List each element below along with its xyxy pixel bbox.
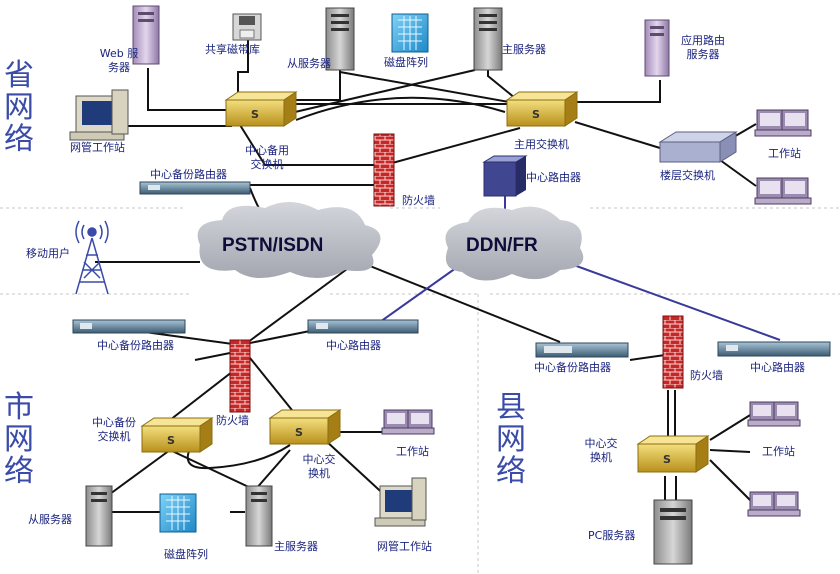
backup-switch-icon: S [224, 91, 298, 127]
pstn-cloud-label: PSTN/ISDN [222, 235, 324, 256]
svg-text:S: S [167, 434, 175, 447]
web-server-label: Web 服务器 [99, 47, 139, 74]
city-firewall-label: 防火墙 [216, 414, 249, 427]
floor-switch-icon [658, 131, 738, 163]
mgmt-station-icon [69, 89, 129, 141]
black-links [95, 38, 757, 513]
city-disk-array-label: 磁盘阵列 [164, 548, 208, 561]
ddn-cloud [445, 206, 584, 281]
workstation-icon [754, 109, 812, 137]
slave-server-icon [325, 7, 355, 71]
app-router-server-label: 应用路由服务器 [681, 34, 725, 61]
master-server-icon [473, 7, 503, 71]
county-pc-server-icon [653, 499, 693, 565]
region-city-label: 市网络 [4, 390, 34, 489]
svg-text:S: S [663, 453, 671, 466]
tape-library-label: 共享磁带库 [205, 43, 260, 56]
svg-text:S: S [295, 426, 303, 439]
blue-links [379, 190, 781, 341]
disk-array-icon [391, 13, 429, 53]
county-center-router-icon [717, 341, 831, 357]
svg-text:S: S [532, 108, 540, 121]
city-mgmt-station-icon [374, 477, 427, 527]
pstn-cloud [197, 201, 381, 279]
mobile-user-label: 移动用户 [26, 247, 70, 260]
city-master-server-icon [245, 485, 273, 547]
backup-router-icon [139, 181, 251, 195]
svg-text:S: S [251, 108, 259, 121]
county-firewall-icon [662, 315, 684, 389]
city-backup-router-label: 中心备份路由器 [97, 339, 174, 352]
county-center-router-label: 中心路由器 [750, 361, 805, 374]
master-server-label: 主服务器 [502, 43, 546, 56]
web-server-icon [132, 5, 160, 65]
tape-library-icon [232, 13, 262, 41]
county-backup-router-label: 中心备份路由器 [534, 361, 611, 374]
county-center-switch-label: 中心交换机 [584, 437, 618, 464]
city-backup-switch-icon: S [140, 417, 214, 453]
city-center-switch-icon: S [268, 409, 342, 445]
city-backup-switch-label: 中心备份交换机 [92, 416, 136, 443]
city-backup-router-icon [72, 319, 186, 334]
city-master-server-label: 主服务器 [274, 540, 318, 553]
city-mgmt-station-label: 网管工作站 [377, 540, 432, 553]
backup-router-label: 中心备份路由器 [150, 168, 227, 181]
city-slave-server-icon [85, 485, 113, 547]
mgmt-station-label: 网管工作站 [70, 141, 125, 154]
main-switch-label: 主用交换机 [514, 138, 569, 151]
workstation-label: 工作站 [768, 147, 801, 160]
center-router-icon [482, 155, 528, 197]
workstation-icon [754, 177, 812, 205]
county-workstation-label: 工作站 [762, 445, 795, 458]
city-center-router-label: 中心路由器 [326, 339, 381, 352]
county-backup-router-icon [535, 342, 629, 358]
county-workstation-icon [747, 491, 801, 517]
city-center-switch-label: 中心交换机 [302, 453, 336, 480]
main-switch-icon: S [505, 91, 579, 127]
firewall-label: 防火墙 [402, 194, 435, 207]
county-workstation-icon [747, 401, 801, 427]
region-county-label: 县网络 [496, 390, 526, 489]
floor-switch-label: 楼层交换机 [660, 169, 715, 182]
county-firewall-label: 防火墙 [690, 369, 723, 382]
app-router-server-icon [644, 19, 670, 77]
mobile-tower-icon [75, 220, 109, 295]
county-pc-server-label: PC服务器 [588, 529, 636, 542]
city-slave-server-label: 从服务器 [28, 513, 72, 526]
ddn-cloud-label: DDN/FR [466, 235, 538, 256]
slave-server-label: 从服务器 [287, 57, 331, 70]
region-borders [0, 207, 840, 574]
city-firewall-icon [229, 339, 251, 413]
city-workstation-icon [381, 409, 435, 435]
city-disk-array-icon [159, 493, 197, 533]
city-workstation-label: 工作站 [396, 445, 429, 458]
disk-array-label: 磁盘阵列 [384, 56, 428, 69]
county-center-switch-icon: S [636, 435, 710, 473]
backup-switch-label: 中心备用交换机 [245, 144, 289, 171]
region-province-label: 省网络 [4, 58, 34, 157]
center-router-label: 中心路由器 [526, 171, 581, 184]
city-center-router-icon [307, 319, 419, 334]
firewall-icon [373, 133, 395, 207]
